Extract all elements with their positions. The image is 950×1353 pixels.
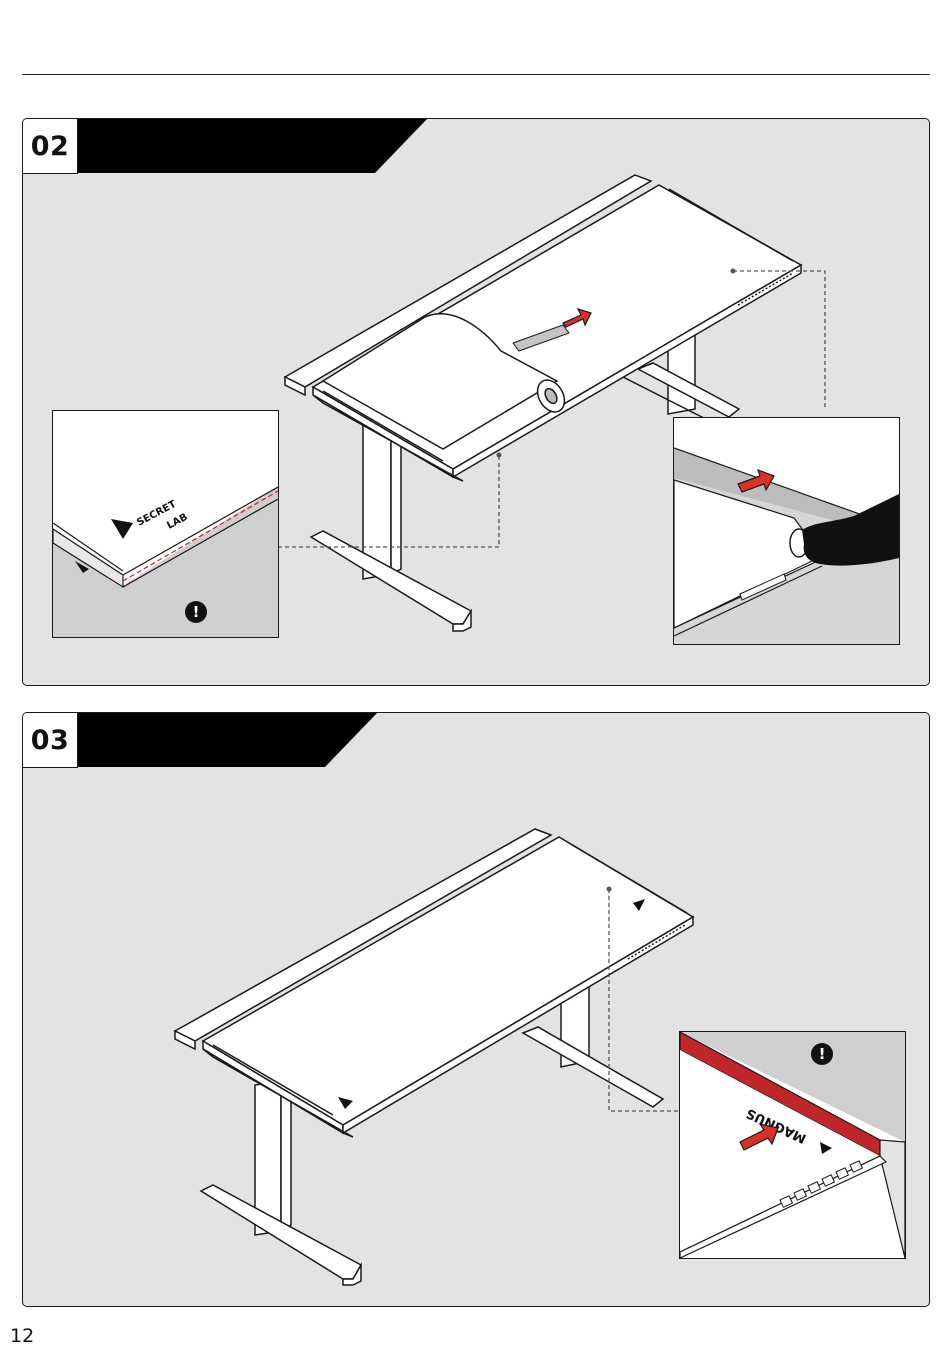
- step-03-panel: 03: [22, 712, 930, 1307]
- header-rule: [22, 74, 930, 75]
- desk-top: [175, 829, 693, 1137]
- warning-icon: !: [811, 1043, 833, 1065]
- step-02-panel: 02: [22, 118, 930, 686]
- desk-corner-detail-drawing: MAGNUS: [680, 1032, 905, 1258]
- roll-detail-inset: [673, 417, 900, 645]
- roll-detail-drawing: [674, 418, 899, 644]
- page-number: 12: [10, 1325, 34, 1347]
- warning-icon: !: [185, 601, 207, 623]
- mat-edge-detail-inset: SECRET LAB !: [52, 410, 279, 638]
- mat-edge-detail-drawing: SECRET LAB: [53, 411, 278, 637]
- desk-corner-detail-inset: MAGNUS !: [679, 1031, 906, 1259]
